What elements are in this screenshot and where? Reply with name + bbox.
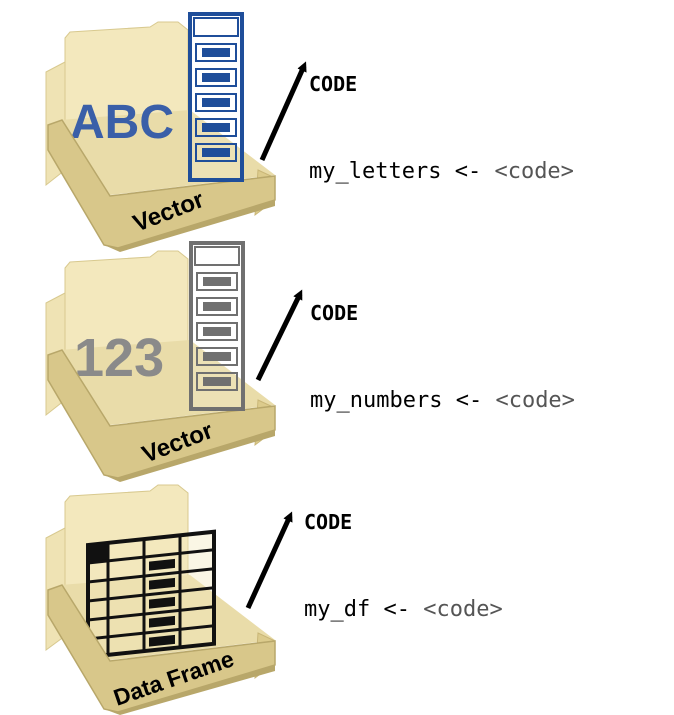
code-operator: <- — [383, 597, 410, 622]
box-floor — [60, 110, 275, 195]
dataframe-icon — [86, 529, 216, 660]
code-variable: my_numbers — [310, 388, 443, 413]
vector-box-letters: ABC Vector — [45, 12, 307, 252]
code-block-numbers: CODE my_numbers <- <code> — [310, 241, 575, 444]
dataframe-box: Data Frame — [45, 484, 293, 715]
code-block-dataframe: CODE my_df <- <code> — [304, 450, 503, 653]
vector-icon-gray — [189, 241, 245, 411]
code-heading: CODE — [310, 301, 359, 325]
arrow-to-code-dataframe — [245, 511, 293, 610]
code-line: my_letters <- <code> — [309, 157, 574, 186]
code-placeholder: <code> — [495, 388, 575, 413]
code-heading: CODE — [304, 510, 353, 534]
vector-box-numbers: 123 Vector — [45, 241, 303, 482]
code-line: my_numbers <- <code> — [310, 386, 575, 415]
code-variable: my_df — [304, 597, 371, 622]
code-block-letters: CODE my_letters <- <code> — [309, 12, 574, 215]
box-floor — [60, 340, 275, 425]
box-contents-numbers: 123 — [74, 328, 164, 388]
code-variable: my_letters — [309, 159, 442, 184]
code-heading: CODE — [309, 72, 358, 96]
vector-icon-blue — [188, 12, 244, 182]
code-operator: <- — [455, 388, 483, 413]
arrow-to-code-numbers — [255, 289, 303, 382]
code-placeholder: <code> — [494, 159, 574, 184]
box-contents-letters: ABC — [70, 96, 174, 149]
code-placeholder: <code> — [423, 597, 503, 622]
code-line: my_df <- <code> — [304, 595, 503, 624]
arrow-to-code-letters — [259, 61, 307, 162]
code-operator: <- — [454, 159, 482, 184]
